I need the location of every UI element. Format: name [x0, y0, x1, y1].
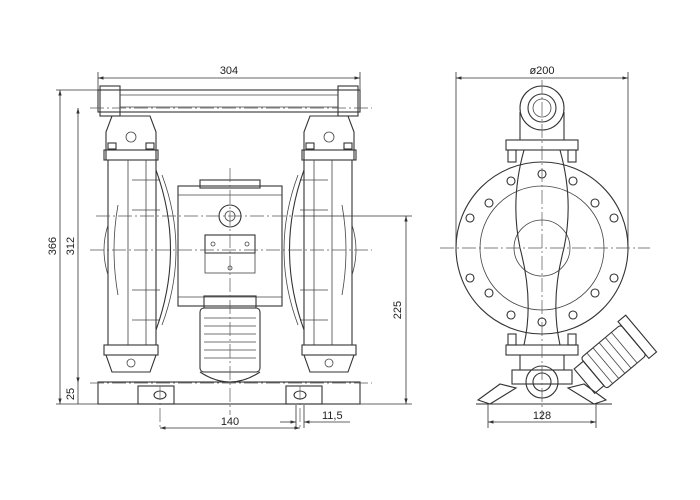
- right-chamber: [300, 159, 357, 346]
- dim-width-304: 304: [220, 65, 238, 77]
- dim-foot-width-128: 128: [533, 410, 551, 422]
- dim-total-height-366: 366: [47, 237, 59, 255]
- top-port: [505, 85, 579, 163]
- top-flanges: [103, 115, 357, 161]
- dim-diameter-200: ø200: [529, 65, 554, 77]
- dim-inlet-height-225: 225: [392, 301, 404, 319]
- top-manifold: [97, 85, 361, 117]
- front-dimensions: 304 366 312 25 225 140 11,5: [47, 65, 412, 430]
- front-view: [90, 85, 372, 428]
- dim-hole-spacing-140: 140: [221, 416, 239, 428]
- bottom-flanges: [103, 344, 357, 373]
- dim-base-25: 25: [65, 388, 77, 400]
- dim-height-312: 312: [65, 237, 77, 255]
- base-plate: [97, 381, 361, 405]
- feet: [476, 383, 612, 405]
- dim-hole-size-11-5: 11,5: [322, 410, 343, 422]
- side-view: [440, 80, 658, 420]
- left-chamber: [103, 159, 160, 346]
- side-dimensions: ø200 128: [455, 65, 629, 428]
- side-muffler: [573, 314, 658, 395]
- flange-bolt-holes: [465, 169, 619, 327]
